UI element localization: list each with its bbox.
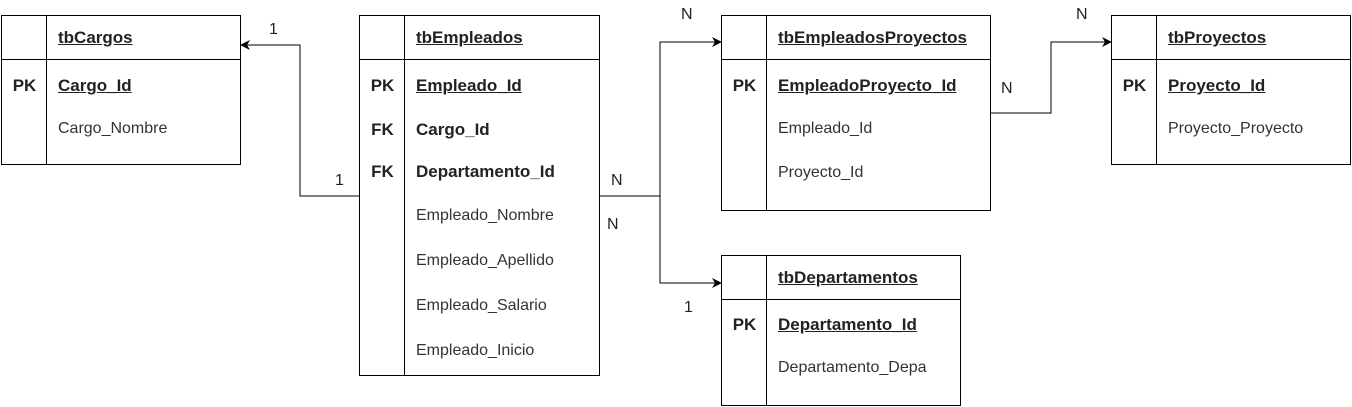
field-departamento-depa: Departamento_Depa bbox=[778, 359, 927, 376]
field-departamento-id: Departamento_Id bbox=[416, 162, 555, 181]
table-header bbox=[722, 256, 960, 300]
relation-empleadosproyectos-proyectos bbox=[991, 37, 1112, 114]
key-column bbox=[360, 16, 405, 375]
field-departamento-id: Departamento_Id bbox=[778, 315, 917, 334]
table-tbcargos: tbCargos PK Cargo_Id Cargo_Nombre bbox=[1, 15, 241, 165]
cardinality-label: 1 bbox=[335, 172, 344, 189]
relation-empleados-cargos bbox=[240, 40, 359, 197]
table-title: tbDepartamentos bbox=[778, 268, 918, 287]
table-header bbox=[2, 16, 240, 60]
relation-empleados-departamentos bbox=[659, 196, 722, 288]
key-column bbox=[722, 256, 767, 405]
field-proyecto-id: Proyecto_Id bbox=[778, 164, 864, 181]
field-proyecto-id: Proyecto_Id bbox=[1168, 76, 1266, 95]
field-proyecto-proyecto: Proyecto_Proyecto bbox=[1168, 120, 1304, 137]
cardinality-label: 1 bbox=[269, 21, 278, 38]
fk-label: FK bbox=[371, 120, 394, 139]
relation-empleados-empleadosproyectos bbox=[599, 37, 722, 197]
pk-label: PK bbox=[12, 76, 37, 95]
pk-label: PK bbox=[732, 76, 757, 95]
cardinality-label: 1 bbox=[684, 299, 693, 316]
table-title: tbProyectos bbox=[1168, 28, 1267, 47]
field-empleado-salario: Empleado_Salario bbox=[416, 297, 547, 314]
field-empleado-id: Empleado_Id bbox=[416, 76, 522, 95]
pk-label: PK bbox=[1122, 76, 1147, 95]
field-empleado-apellido: Empleado_Apellido bbox=[416, 252, 554, 269]
cardinality-label: N bbox=[1076, 6, 1088, 23]
key-column bbox=[1112, 16, 1157, 164]
field-cargo-id: Cargo_Id bbox=[416, 120, 490, 139]
field-empleado-id: Empleado_Id bbox=[778, 120, 873, 137]
table-header bbox=[1112, 16, 1350, 60]
key-column bbox=[2, 16, 47, 164]
table-header bbox=[722, 16, 990, 60]
table-tbdepartamentos: tbDepartamentos PK Departamento_Id Depar… bbox=[721, 255, 961, 406]
pk-label: PK bbox=[370, 76, 395, 95]
table-tbproyectos: tbProyectos PK Proyecto_Id Proyecto_Proy… bbox=[1111, 15, 1351, 165]
table-title: tbEmpleados bbox=[416, 28, 523, 47]
table-tbempleados: tbEmpleados PK Empleado_Id FK Cargo_Id F… bbox=[359, 15, 600, 376]
field-empleado-inicio: Empleado_Inicio bbox=[416, 342, 535, 359]
fk-label: FK bbox=[371, 162, 394, 181]
cardinality-label: N bbox=[607, 216, 619, 233]
cardinality-label: N bbox=[1001, 80, 1013, 97]
field-empleadoproyecto-id: EmpleadoProyecto_Id bbox=[778, 76, 957, 95]
field-cargo-id: Cargo_Id bbox=[58, 76, 132, 95]
cardinality-label: N bbox=[681, 6, 693, 23]
table-tbempleadosproyectos: tbEmpleadosProyectos PK EmpleadoProyecto… bbox=[721, 15, 991, 211]
key-column bbox=[722, 16, 767, 210]
table-header bbox=[360, 16, 599, 60]
field-cargo-nombre: Cargo_Nombre bbox=[58, 120, 168, 137]
cardinality-label: N bbox=[611, 172, 623, 189]
table-title: tbCargos bbox=[58, 28, 133, 47]
pk-label: PK bbox=[732, 315, 757, 334]
field-empleado-nombre: Empleado_Nombre bbox=[416, 207, 554, 224]
table-title: tbEmpleadosProyectos bbox=[778, 28, 967, 47]
